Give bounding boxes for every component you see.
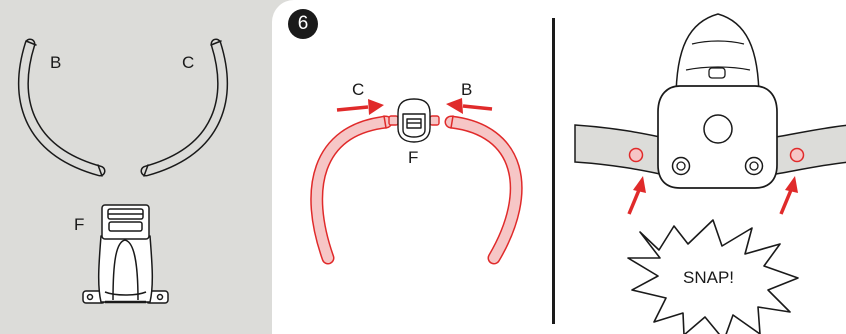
snap-burst xyxy=(627,219,799,334)
panel-divider xyxy=(552,18,555,324)
arm-c-part xyxy=(140,38,228,177)
push-arrow-left xyxy=(336,99,384,115)
part-f-label: F xyxy=(74,215,85,234)
snap-detail xyxy=(574,13,846,334)
push-arrow-right xyxy=(446,98,493,114)
assembly-f-label: F xyxy=(408,148,419,167)
assembly-c-label: C xyxy=(352,80,365,99)
snap-callout-text: SNAP! xyxy=(683,268,735,287)
base-f-part xyxy=(82,204,169,304)
part-b-label: B xyxy=(50,53,62,72)
arm-b-highlighted xyxy=(444,115,523,265)
arm-c-highlighted xyxy=(310,115,393,265)
assembly-b-label: B xyxy=(461,80,473,99)
arm-b-part xyxy=(18,38,106,177)
step-number-badge: 6 xyxy=(288,9,318,39)
base-f-topview xyxy=(388,98,440,143)
part-c-label: C xyxy=(182,53,195,72)
